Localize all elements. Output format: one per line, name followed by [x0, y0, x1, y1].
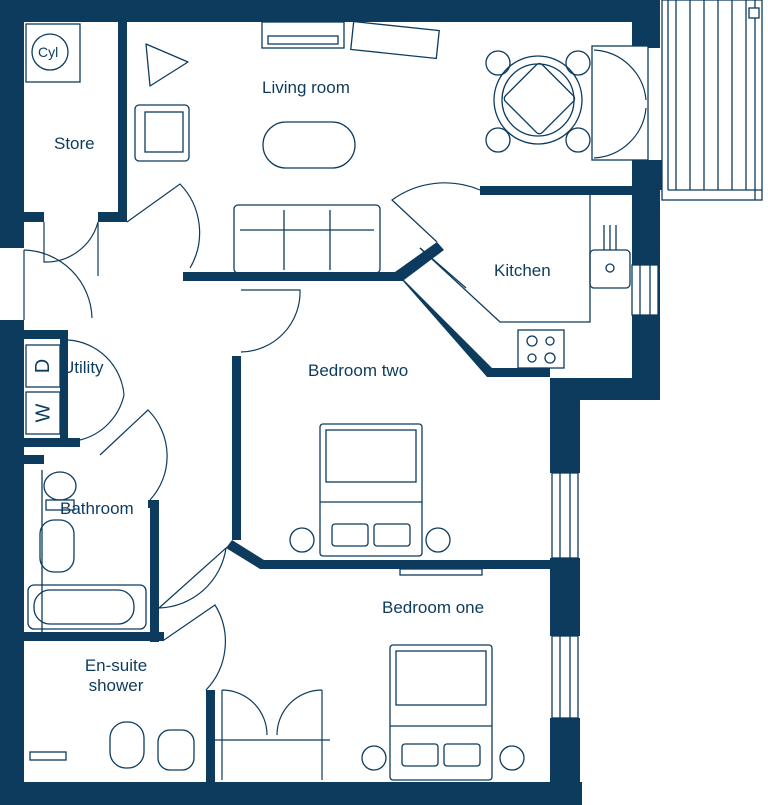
label-ensuite-line2: shower [88, 676, 144, 695]
label-kitchen: Kitchen [494, 261, 551, 280]
label-washer: W [32, 403, 55, 423]
label-bedroom-two: Bedroom two [308, 361, 409, 380]
label-ensuite-line1: En-suite [84, 656, 148, 675]
label-store: Store [54, 134, 95, 153]
doors [23, 49, 647, 780]
balcony [661, 0, 763, 201]
furniture [25, 20, 631, 781]
label-living-room: Living room [262, 78, 350, 97]
label-bedroom-one: Bedroom one [382, 598, 485, 617]
label-cylinder: Cyl [38, 44, 59, 60]
label-utility: Utility [62, 358, 104, 377]
interior-walls [0, 22, 640, 782]
label-dryer: D [32, 358, 55, 374]
windows [551, 45, 659, 719]
label-bathroom: Bathroom [60, 499, 134, 518]
label-ensuite-shower: En-suite shower [76, 656, 156, 696]
